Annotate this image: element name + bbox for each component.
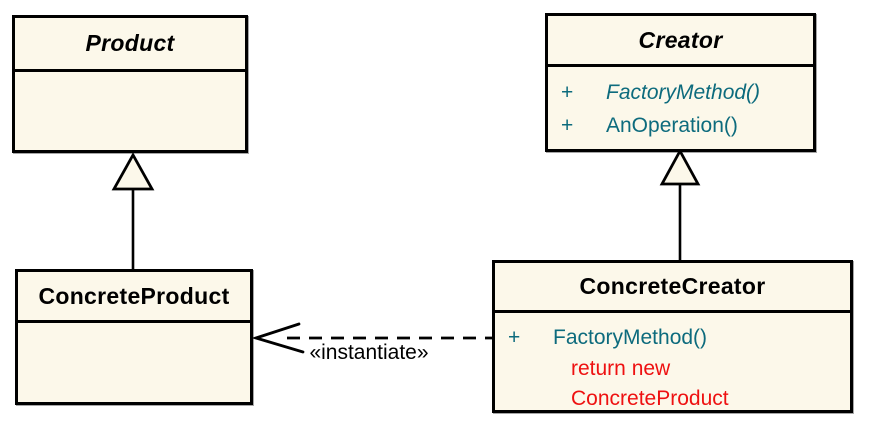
method-name: FactoryMethod() [553,326,708,349]
visibility-sign: + [508,326,521,349]
class-concrete-product-name: ConcreteProduct [18,272,250,323]
method-factory-method-impl: + FactoryMethod() [495,321,850,354]
class-concrete-product: ConcreteProduct [15,269,253,405]
pseudocode-note-line: return new [571,357,671,380]
instantiate-edge-label: «instantiate» [309,341,429,364]
class-concrete-product-body [18,323,250,402]
generalization-arrow-product [111,152,155,269]
visibility-sign: + [561,114,574,137]
class-creator: Creator + FactoryMethod() + AnOperation(… [545,13,816,152]
pseudocode-note-line: ConcreteProduct [571,387,729,410]
method-name: AnOperation() [606,114,738,137]
class-concrete-creator: ConcreteCreator + FactoryMethod() return… [492,260,853,413]
class-concrete-creator-name: ConcreteCreator [495,263,850,313]
generalization-arrow-creator [659,148,701,260]
class-product-body [15,72,245,150]
class-creator-body: + FactoryMethod() + AnOperation() [548,67,813,142]
class-product: Product [12,15,248,153]
visibility-sign: + [561,81,574,104]
method-factory-method: + FactoryMethod() [548,76,813,109]
class-product-name: Product [15,18,245,72]
class-concrete-creator-body: + FactoryMethod() return new ConcretePro… [495,313,850,414]
class-creator-name: Creator [548,16,813,67]
method-an-operation: + AnOperation() [548,109,813,142]
method-name: FactoryMethod() [606,81,761,104]
